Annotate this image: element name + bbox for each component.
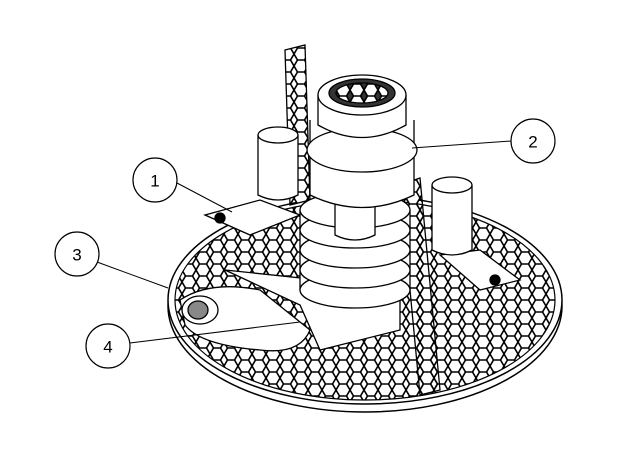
callout-label: 4 bbox=[103, 338, 112, 357]
callout-4: 4 bbox=[85, 321, 301, 369]
callout-1: 1 bbox=[132, 157, 233, 213]
motor-housing bbox=[306, 74, 418, 209]
callout-2: 2 bbox=[411, 118, 556, 164]
callout-label: 2 bbox=[528, 133, 537, 152]
callout-label: 1 bbox=[150, 172, 159, 191]
arms bbox=[203, 199, 522, 291]
callout-3: 3 bbox=[54, 231, 169, 289]
callout-label: 3 bbox=[72, 246, 81, 265]
